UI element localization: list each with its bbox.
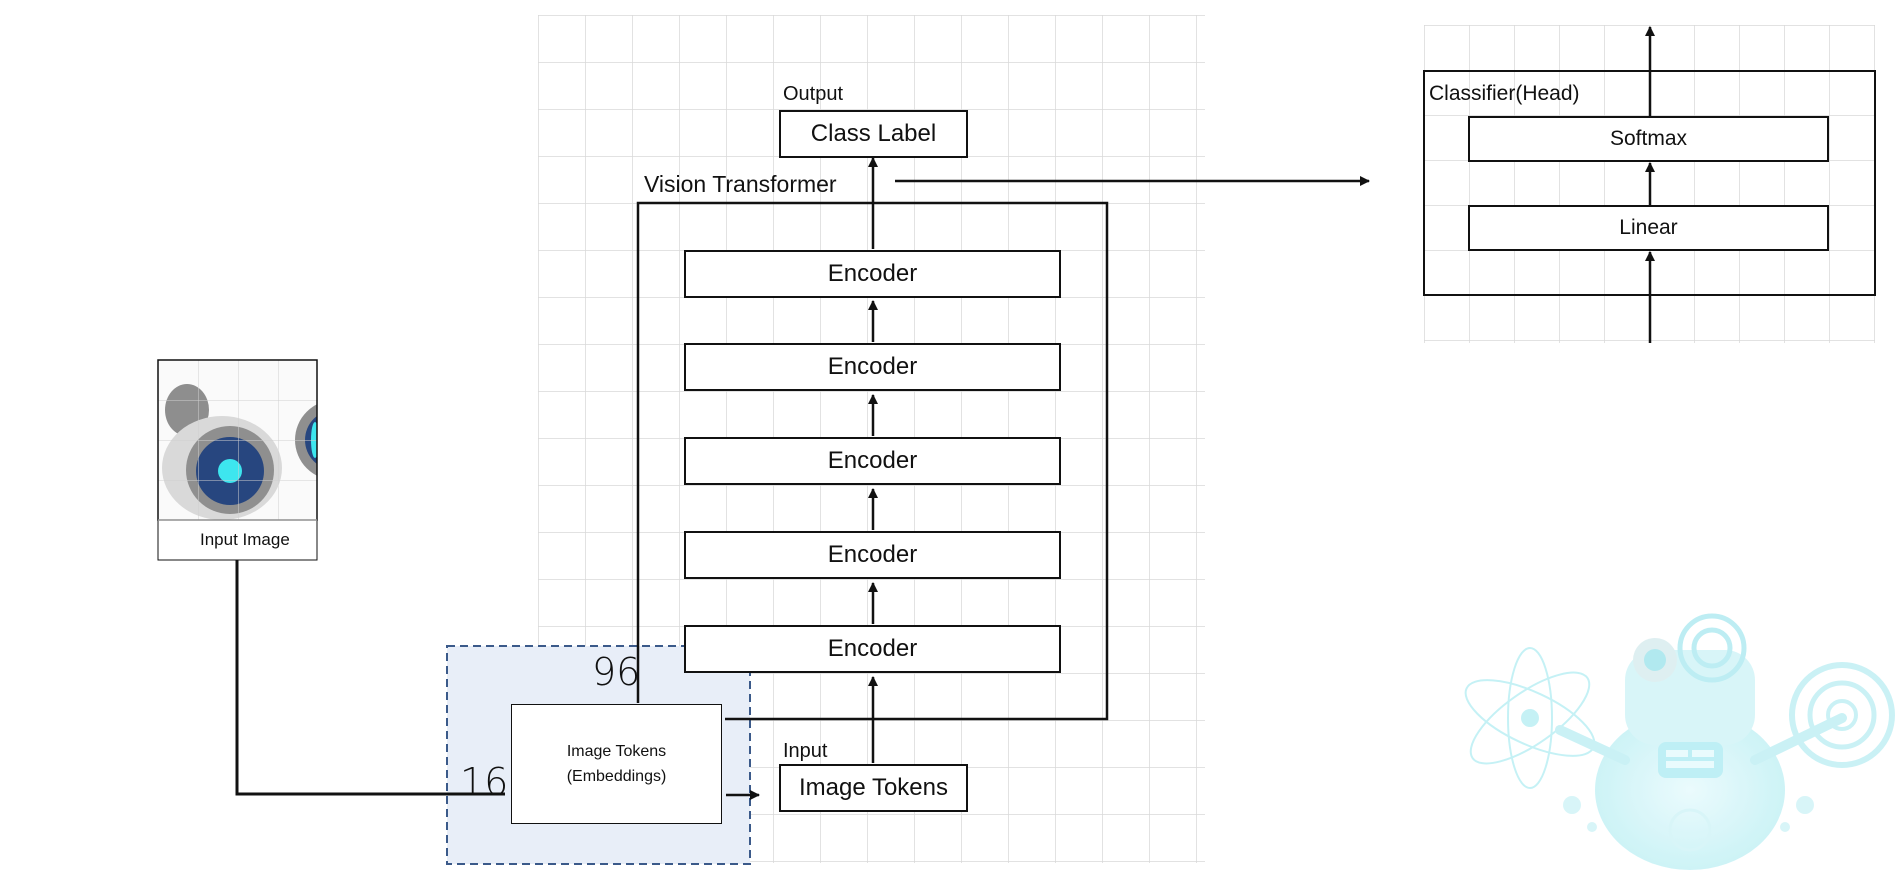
encoder-box-5: Encoder bbox=[684, 625, 1061, 673]
token-width-value: 96 bbox=[592, 650, 641, 694]
encoder-box-3: Encoder bbox=[684, 437, 1061, 485]
tokenizer-line-2: (Embeddings) bbox=[566, 768, 667, 785]
vit-outline bbox=[636, 201, 1109, 721]
encoder-box-1: Encoder bbox=[684, 250, 1061, 298]
class-label-box: Class Label bbox=[779, 110, 968, 158]
linear-box: Linear bbox=[1468, 205, 1829, 251]
token-height-value: 16 bbox=[460, 760, 509, 804]
tokenizer-line-1: Image Tokens bbox=[566, 743, 667, 760]
image-to-tokens-line bbox=[235, 560, 505, 796]
robot-icon bbox=[1464, 613, 1895, 870]
softmax-box: Softmax bbox=[1468, 116, 1829, 162]
input-image-caption: Input Image bbox=[200, 530, 290, 549]
encoder-box-2: Encoder bbox=[684, 343, 1061, 391]
atom-icon bbox=[1464, 647, 1596, 789]
classifier-title: Classifier(Head) bbox=[1429, 82, 1580, 105]
input-image bbox=[157, 359, 318, 561]
encoder-box-4: Encoder bbox=[684, 531, 1061, 579]
image-tokens-embeddings-box: Image Tokens (Embeddings) bbox=[511, 704, 722, 824]
diagram-title: Vision Transformer bbox=[644, 171, 837, 197]
input-tokens-box: Image Tokens bbox=[779, 764, 968, 812]
input-caption: Input bbox=[783, 740, 828, 762]
output-caption: Output bbox=[783, 83, 844, 105]
